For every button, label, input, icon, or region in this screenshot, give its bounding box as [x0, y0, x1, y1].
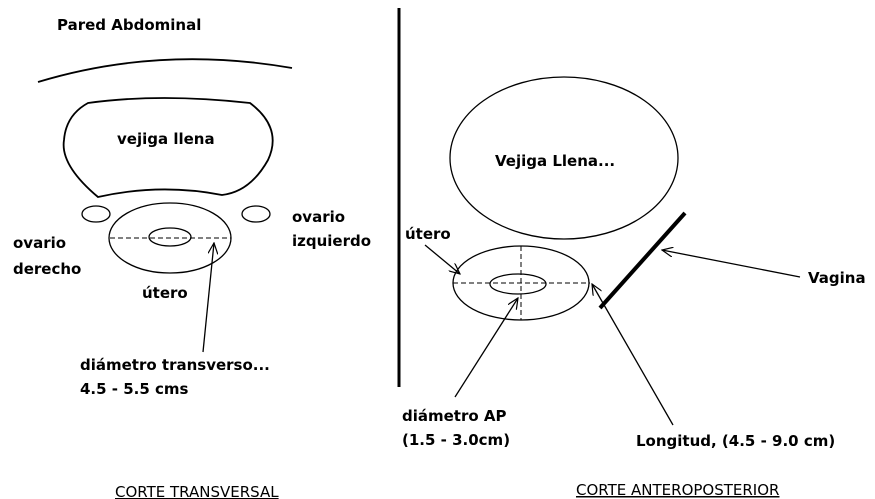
uterus-ap-cavity [489, 273, 547, 295]
length-label: Longitud, (4.5 - 9.0 cm) [636, 432, 835, 450]
transverse-diameter-label: diámetro transverso... 4.5 - 5.5 cms [80, 356, 275, 398]
uterus-ap-arrow [424, 244, 460, 274]
ap-diameter-label: diámetro AP (1.5 - 3.0cm) [402, 407, 512, 449]
right-ovary-label: ovario derecho [13, 234, 81, 278]
abdominal-wall-line [37, 58, 293, 83]
vagina-line [598, 211, 687, 310]
uterus-transverse-cavity [148, 227, 192, 247]
uterus-transverse-label: útero [142, 284, 188, 302]
vagina-arrow [662, 250, 801, 278]
abdominal-wall-label: Pared Abdominal [57, 16, 201, 34]
left-ovary-shape [241, 205, 271, 223]
left-ovary-label: ovario izquierdo [292, 208, 371, 250]
right-ovary-shape [81, 205, 111, 223]
ap-diameter-arrow [454, 298, 518, 398]
bladder-transverse-shape [62, 97, 274, 198]
bladder-ap-label: Vejiga Llena... [495, 152, 615, 170]
transverse-section-caption: CORTE TRANSVERSAL [115, 483, 279, 499]
ap-section-caption: CORTE ANTEROPOSTERIOR [576, 481, 779, 499]
transverse-diameter-arrow [202, 243, 214, 353]
bladder-transverse-label: vejiga llena [117, 130, 215, 148]
uterus-ap-label: útero [405, 225, 451, 243]
bladder-ap-shape [449, 76, 679, 240]
length-arrow [592, 284, 674, 426]
vagina-label: Vagina [808, 269, 866, 287]
